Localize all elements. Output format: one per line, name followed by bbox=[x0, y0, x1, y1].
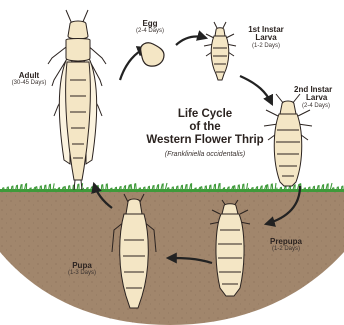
stage-pupa-duration: (1-3 Days) bbox=[62, 270, 102, 276]
stage-larva1-duration: (1-2 Days) bbox=[236, 43, 296, 49]
egg-illustration bbox=[141, 43, 164, 66]
diagram-title-line1: Life Cycle bbox=[140, 108, 270, 121]
stage-larva1-label-block: 1st Instar Larva (1-2 Days) bbox=[236, 26, 296, 49]
arrow-larva1-to-larva2 bbox=[240, 76, 272, 104]
adult-thrip-illustration bbox=[48, 10, 106, 190]
stage-prepupa-label: Prepupa bbox=[260, 238, 312, 246]
diagram-scientific-name: (Frankliniella occidentalis) bbox=[140, 151, 270, 158]
stage-egg-label: Egg bbox=[128, 20, 172, 28]
arrow-egg-to-larva1 bbox=[176, 36, 206, 45]
grass-strip bbox=[0, 189, 344, 192]
stage-larva2-label-block: 2nd Instar Larva (2-4 Days) bbox=[294, 86, 344, 109]
stage-egg-duration: (2-4 Days) bbox=[128, 28, 172, 34]
stage-pupa-label-block: Pupa (1-3 Days) bbox=[62, 262, 102, 277]
stage-adult-label: Adult bbox=[4, 72, 54, 80]
diagram-title-block: Life Cycle of the Western Flower Thrip (… bbox=[140, 108, 270, 158]
stage-larva1-label-line2: Larva bbox=[236, 34, 296, 42]
stage-pupa-label: Pupa bbox=[62, 262, 102, 270]
stage-adult-label-block: Adult (30-45 Days) bbox=[4, 72, 54, 87]
stage-larva2-label-line2: Larva bbox=[294, 94, 344, 102]
diagram-title-line2: of the bbox=[140, 121, 270, 134]
stage-egg-label-block: Egg (2-4 Days) bbox=[128, 20, 172, 35]
stage-adult-duration: (30-45 Days) bbox=[4, 80, 54, 86]
diagram-title-line3: Western Flower Thrip bbox=[140, 134, 270, 147]
stage-prepupa-label-block: Prepupa (1-2 Days) bbox=[260, 238, 312, 253]
larva1-illustration bbox=[204, 22, 236, 80]
stage-larva2-duration: (2-4 Days) bbox=[294, 103, 344, 109]
stage-prepupa-duration: (1-2 Days) bbox=[260, 246, 312, 252]
